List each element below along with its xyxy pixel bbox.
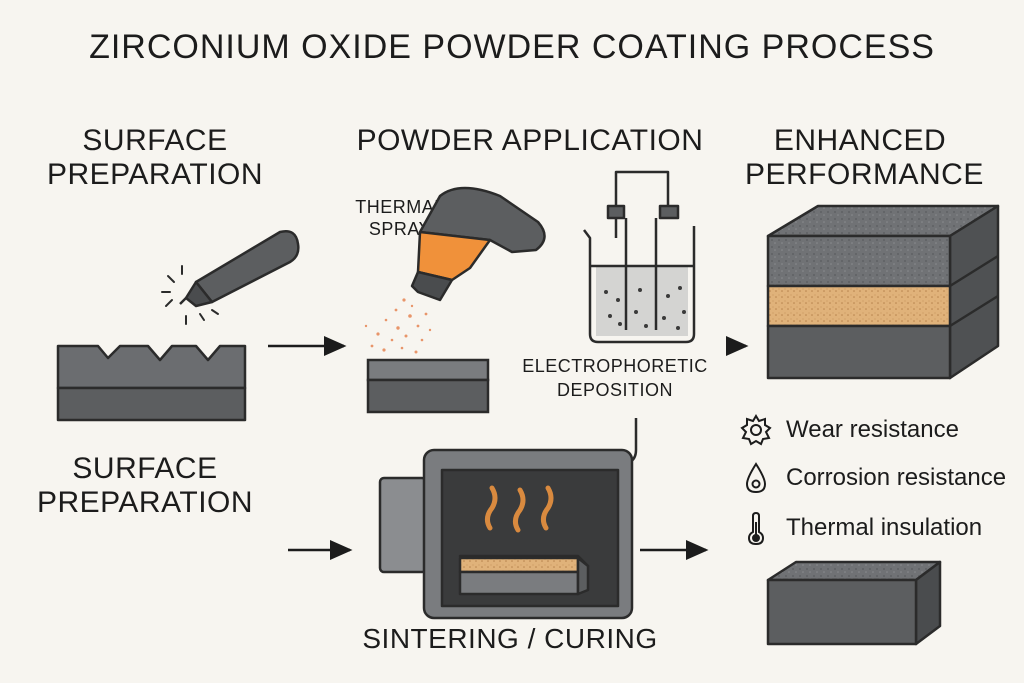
heading-line-2: PREPARATION — [36, 486, 254, 519]
thermometer-icon — [747, 511, 765, 546]
heading-surface-preparation-top: SURFACE PREPARATION — [40, 124, 270, 192]
heading-line-1: ENHANCED — [773, 124, 947, 157]
heading-surface-preparation-bottom: SURFACE PREPARATION — [30, 452, 260, 520]
heat-flames — [484, 485, 554, 533]
thermal-spray-gun — [410, 186, 546, 302]
heading-enhanced-performance: ENHANCED PERFORMANCE — [745, 124, 984, 192]
label-line-2: SPRAY — [368, 219, 432, 239]
feature-wear-resistance: Wear resistance — [738, 412, 959, 448]
feature-thermal-insulation: Thermal insulation — [738, 510, 982, 546]
sprayed-substrate-block — [366, 358, 490, 414]
label-line-1: ELECTROPHORETIC — [522, 356, 708, 376]
electrophoretic-beaker — [583, 170, 696, 344]
abrasive-blast-tool — [179, 230, 300, 308]
label-line-2: DEPOSITION — [556, 380, 673, 400]
roughened-substrate-block — [56, 344, 247, 422]
feature-label: Wear resistance — [786, 416, 959, 443]
label-line-1: THERMAL — [355, 197, 445, 217]
flow-arrows — [268, 336, 749, 560]
suspended-powder-particles — [604, 286, 686, 330]
label-thermal-spray: THERMAL SPRAY — [340, 196, 460, 240]
heading-line-1: SURFACE — [72, 452, 218, 485]
final-coated-block — [766, 560, 942, 646]
gear-icon — [740, 414, 772, 446]
heading-line-2: PREPARATION — [46, 158, 264, 191]
label-electrophoretic-deposition: ELECTROPHORETIC DEPOSITION — [510, 354, 720, 402]
feature-corrosion-resistance: Corrosion resistance — [738, 460, 1006, 496]
droplet-icon — [745, 462, 767, 494]
feature-label: Corrosion resistance — [786, 464, 1007, 491]
sintering-furnace — [378, 448, 634, 620]
diagram-title: ZIRCONIUM OXIDE POWDER COATING PROCESS — [89, 28, 935, 66]
coated-performance-block — [766, 204, 1000, 380]
spray-powder-particles — [364, 298, 432, 354]
blast-sparks — [161, 265, 219, 325]
heading-sintering-curing: SINTERING / CURING — [362, 623, 658, 654]
heading-powder-application: POWDER APPLICATION — [356, 124, 704, 157]
feature-label: Thermal insulation — [786, 514, 983, 541]
heading-line-1: SURFACE — [82, 124, 228, 157]
heading-line-2: PERFORMANCE — [745, 158, 984, 191]
